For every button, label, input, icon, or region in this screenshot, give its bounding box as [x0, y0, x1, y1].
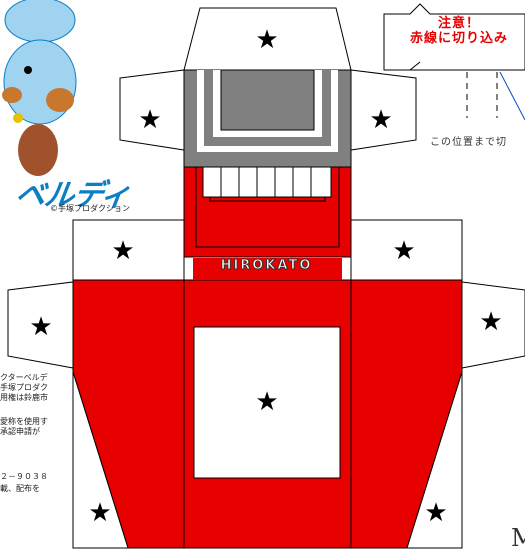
bottom-left-triangle — [72, 371, 129, 549]
grille — [202, 166, 332, 202]
bottom-right-triangle — [406, 371, 463, 549]
star-icon: ★ — [255, 25, 278, 55]
star-icon: ★ — [138, 105, 161, 135]
notice-callout — [383, 3, 525, 121]
star-icons: ★ ★ ★ ★ ★ ★ ★ ★ ★ ★ — [29, 25, 502, 528]
star-icon: ★ — [255, 387, 278, 417]
side-text-line: 手塚プロダク — [0, 383, 48, 392]
notice-title: 注意！ — [437, 16, 480, 31]
star-icon: ★ — [392, 236, 415, 266]
star-icon: ★ — [424, 498, 447, 528]
side-text-line: 載、配布を — [0, 484, 40, 493]
brand-banner — [193, 258, 342, 280]
outer-right-flap — [461, 281, 525, 369]
notice-subtitle: 赤線に切り込み — [409, 31, 508, 46]
outer-left-flap — [7, 281, 74, 369]
side-text-line: クターベルデ — [0, 373, 48, 382]
star-icon: ★ — [479, 307, 502, 337]
side-text-line: 承認申請が — [0, 427, 40, 436]
mascot-copyright: ©手塚プロダクション — [50, 204, 130, 213]
star-icon: ★ — [29, 312, 52, 342]
star-icon: ★ — [369, 105, 392, 135]
star-icon: ★ — [88, 498, 111, 528]
side-text-line: ２－９０３８ — [0, 472, 48, 481]
notice-box: 注意！ 赤線に切り込み — [384, 16, 525, 46]
position-note: この位置まで切 — [430, 137, 507, 148]
brand-label: HIROKATO — [220, 258, 313, 274]
mascot-illustration — [2, 0, 77, 176]
edge-letter: M — [511, 524, 525, 552]
side-text-line: 用権は鈴鹿市 — [0, 393, 48, 402]
star-icon: ★ — [111, 236, 134, 266]
center-panel — [193, 326, 341, 479]
gray-window — [220, 69, 315, 131]
side-text-line: 愛称を使用す — [0, 417, 48, 426]
